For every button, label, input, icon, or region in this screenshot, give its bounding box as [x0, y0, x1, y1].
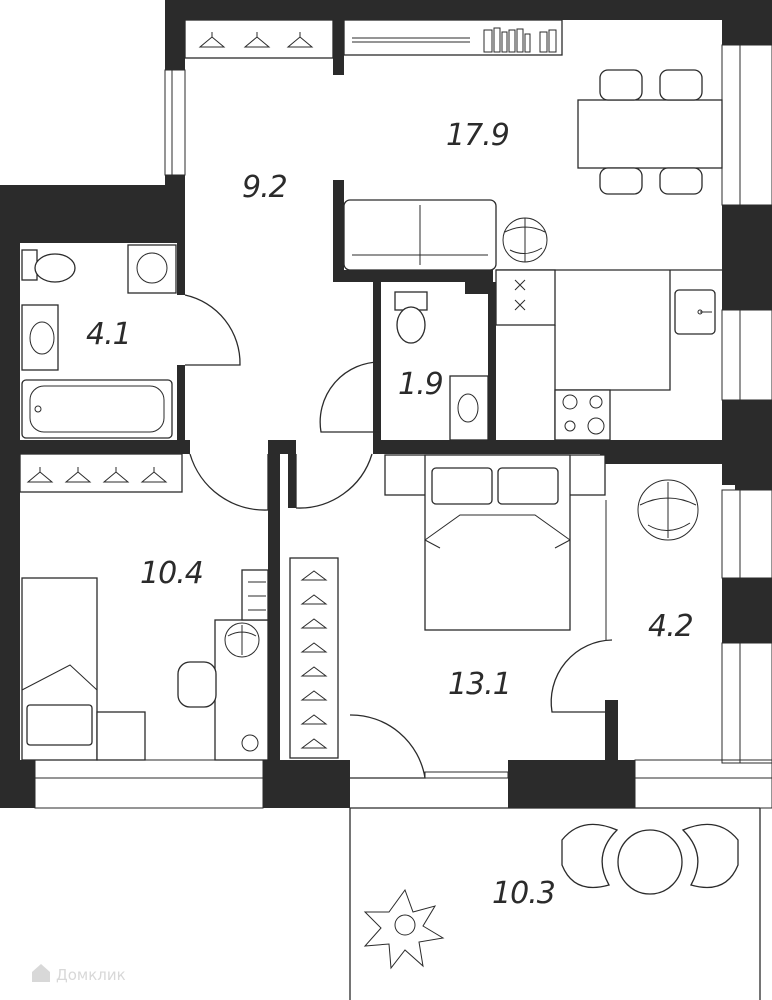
- house-logo-icon: [32, 964, 50, 982]
- area-label-bathroom: 4.1: [86, 317, 131, 352]
- area-labels: 9.2 17.9 4.1 1.9 10.4 13.1 4.2 10.3: [86, 118, 694, 911]
- walls: [0, 0, 772, 808]
- area-label-wc: 1.9: [398, 367, 443, 402]
- watermark: Домклик: [32, 964, 126, 984]
- area-label-wardrobe: 4.2: [648, 609, 693, 644]
- plant-icon: [502, 217, 548, 263]
- doors: [184, 294, 613, 779]
- windows: [34, 44, 772, 809]
- plant-icon: [363, 888, 445, 970]
- area-label-kitchen: 17.9: [446, 118, 509, 153]
- area-label-bedroom-kid: 10.4: [140, 556, 203, 591]
- area-label-bedroom: 13.1: [448, 667, 511, 702]
- watermark-text: Домклик: [56, 966, 126, 984]
- area-label-hallway: 9.2: [242, 170, 287, 205]
- balcony-outline: [349, 807, 761, 1000]
- area-label-balcony: 10.3: [492, 876, 555, 911]
- furniture: [19, 19, 739, 970]
- plant-icon: [637, 479, 699, 541]
- plant-icon: [224, 622, 260, 658]
